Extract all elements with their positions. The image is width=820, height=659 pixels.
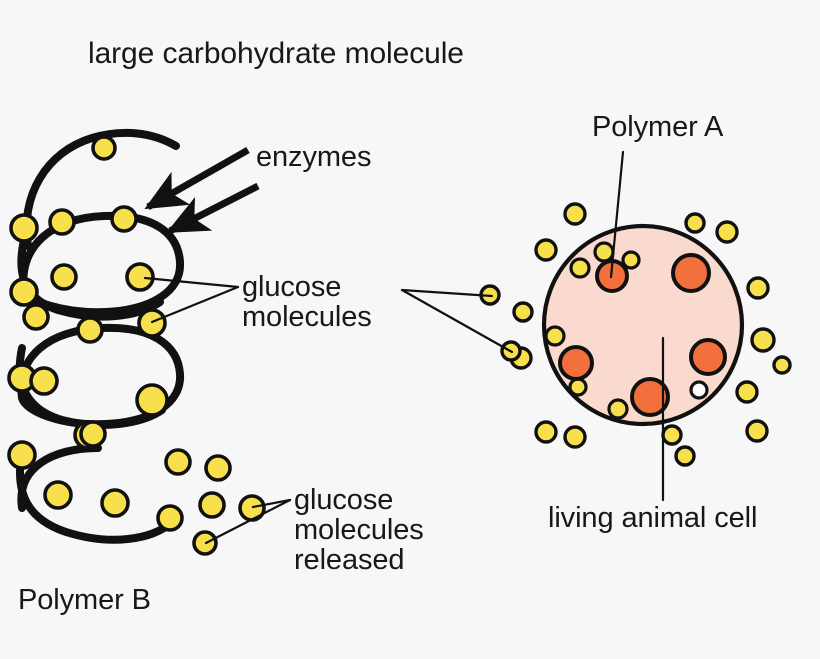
enzyme-arrows	[144, 146, 260, 235]
chain-strand-4	[17, 323, 185, 429]
extracellular-glucose-8	[772, 355, 792, 375]
leader-glucose-left-top	[143, 276, 240, 289]
label-glucose-molecules-released: glucose molecules released	[294, 484, 424, 577]
extracellular-glucose-9	[534, 420, 558, 444]
label-polymer-a: Polymer A	[592, 111, 724, 143]
cytoplasm-glucose-2	[569, 257, 591, 279]
free-glucose-2	[156, 504, 184, 532]
polymer-a-blob-3	[689, 338, 727, 376]
glucose-bead-12	[135, 383, 169, 417]
glucose-bead-11	[29, 366, 59, 396]
label-glucose-molecules: glucose molecules	[242, 271, 372, 334]
glucose-bead-1	[48, 208, 76, 236]
cytoplasm-glucose-5	[607, 398, 629, 420]
cytoplasm-glucose-4	[568, 377, 588, 397]
polymer-a-blob-2	[558, 345, 594, 381]
leader-lines	[143, 150, 665, 545]
leader-glucose-left-bottom	[150, 285, 240, 324]
enzyme-arrow-upper	[144, 146, 250, 211]
cytoplasm-glucose-3	[544, 325, 566, 347]
polymer-b-glucose-beads	[7, 135, 169, 518]
extracellular-glucose-6	[746, 276, 770, 300]
chain-strand-0	[22, 128, 180, 250]
glucose-bead-16	[100, 488, 130, 518]
glucose-bead-4	[125, 262, 155, 292]
extracellular-glucose-3	[715, 220, 739, 244]
glucose-bead-17	[79, 420, 107, 448]
extracellular-glucose-2	[684, 212, 706, 234]
glucose-bead-5	[50, 263, 78, 291]
extracellular-glucose-12	[661, 424, 683, 446]
cytoplasm-glucose-6	[689, 380, 709, 400]
glucose-bead-3	[110, 205, 138, 233]
extracellular-glucose-0	[563, 202, 587, 226]
extracellular-glucose-13	[745, 419, 769, 443]
extracellular-glucose-10	[563, 425, 587, 449]
leader-released-bottom	[204, 498, 292, 545]
polymer-a-blob-1	[671, 253, 711, 293]
chain-strand-2	[19, 211, 185, 317]
free-glucose-4	[238, 494, 266, 522]
extracellular-glucose-1	[534, 238, 558, 262]
glucose-bead-14	[7, 440, 37, 470]
extracellular-glucose-7	[750, 327, 776, 353]
glucose-bead-9	[76, 316, 104, 344]
label-enzymes: enzymes	[256, 141, 372, 173]
enzyme-arrow-lower	[166, 182, 260, 235]
glucose-bead-7	[22, 303, 50, 331]
cytoplasm-glucose-0	[593, 241, 615, 263]
free-glucose-molecules	[156, 448, 266, 556]
leader-released-top	[251, 498, 292, 509]
cytoplasm-glucose-1	[621, 250, 641, 270]
label-polymer-b: Polymer B	[18, 584, 151, 616]
extracellular-glucose	[479, 202, 792, 467]
glucose-bead-15	[43, 480, 73, 510]
leader-glucose-right-top	[400, 288, 494, 298]
glucose-bead-6	[9, 277, 39, 307]
title-large-carbohydrate-molecule: large carbohydrate molecule	[88, 37, 464, 70]
extracellular-glucose-14	[674, 445, 696, 467]
extracellular-glucose-4	[512, 301, 534, 323]
leader-polymer-a	[609, 150, 625, 279]
free-glucose-1	[204, 454, 232, 482]
extracellular-glucose-11	[735, 380, 759, 404]
leader-glucose-right-bottom	[400, 288, 514, 354]
glucose-bead-0	[91, 135, 117, 161]
free-glucose-3	[198, 491, 226, 519]
glucose-bead-2	[9, 213, 39, 243]
polymer-a-blob-4	[630, 377, 670, 417]
free-glucose-0	[164, 448, 192, 476]
label-living-animal-cell: living animal cell	[548, 502, 758, 534]
